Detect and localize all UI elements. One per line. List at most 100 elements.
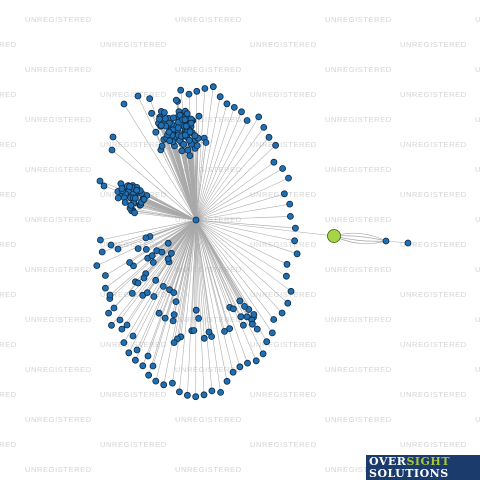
graph-node	[244, 359, 251, 367]
graph-node	[152, 276, 160, 284]
graph-node	[216, 93, 224, 101]
graph-edge	[195, 116, 259, 221]
graph-edge	[195, 203, 290, 221]
graph-node	[287, 287, 295, 295]
graph-edge	[195, 88, 206, 221]
graph-edge	[195, 120, 248, 221]
graph-node	[181, 116, 189, 123]
graph-edge	[110, 219, 197, 246]
graph-node	[170, 311, 178, 319]
graph-node	[291, 237, 299, 245]
graph-node	[200, 334, 208, 342]
graph-node	[174, 124, 182, 132]
graph-node	[193, 142, 201, 150]
graph-node	[239, 321, 247, 329]
graph-edge	[195, 219, 205, 395]
graph-edge	[131, 210, 197, 221]
graph-edge	[163, 139, 197, 221]
graph-node	[157, 122, 165, 129]
graph-node	[259, 350, 267, 358]
graph-node	[129, 332, 137, 340]
graph-node	[158, 248, 166, 256]
graph-node	[156, 115, 163, 123]
graph-node	[284, 299, 292, 307]
graph-edge	[123, 103, 197, 221]
graph-node	[195, 112, 203, 120]
graph-node	[229, 305, 237, 313]
graph-edge	[179, 219, 197, 392]
graph-edge	[385, 240, 409, 244]
graph-edge	[195, 161, 275, 221]
graph-edge	[112, 136, 197, 221]
graph-edge	[195, 107, 235, 221]
graph-edge	[169, 140, 197, 221]
graph-node	[134, 92, 142, 100]
graph-edge	[105, 219, 197, 276]
graph-edge	[96, 219, 197, 266]
graph-node	[183, 391, 191, 399]
graph-node	[280, 190, 288, 198]
graph-node	[184, 146, 192, 154]
graph-edge	[195, 138, 199, 221]
graph-node	[120, 100, 128, 108]
graph-node	[279, 165, 287, 172]
graph-node	[120, 339, 128, 347]
graph-edge	[129, 207, 197, 221]
graph-node	[102, 284, 109, 292]
graph-node	[223, 100, 231, 108]
graph-edge	[195, 219, 241, 367]
graph-node	[126, 183, 134, 191]
graph-node	[192, 393, 200, 401]
graph-edge	[100, 219, 197, 241]
graph-node	[201, 85, 209, 92]
graph-edge	[195, 219, 288, 304]
graph-node	[192, 306, 200, 314]
graph-node	[278, 309, 286, 317]
graph-node	[282, 272, 290, 280]
graph-edge	[119, 219, 197, 321]
graph-node	[283, 260, 291, 268]
graph-node	[177, 86, 185, 94]
graph-edge	[195, 219, 199, 319]
graph-edge	[195, 216, 291, 221]
graph-node	[260, 124, 268, 131]
graph-node	[208, 387, 216, 395]
graph-edge	[333, 232, 387, 242]
graph-node	[253, 325, 261, 333]
graph-node	[241, 302, 248, 310]
graph-node	[193, 87, 201, 95]
graph-node	[195, 314, 203, 322]
graph-node	[149, 258, 157, 266]
graph-node	[118, 185, 126, 192]
graph-node	[148, 109, 156, 117]
graph-edge	[195, 219, 296, 229]
graph-node	[142, 245, 150, 253]
graph-node	[285, 174, 292, 182]
graph-node	[142, 234, 150, 242]
logo-line-2: SOLUTIONS	[369, 467, 449, 480]
graph-node	[170, 289, 178, 297]
graph-edge	[195, 219, 273, 334]
graph-node	[164, 255, 172, 263]
graph-node	[121, 199, 129, 206]
graph-node	[170, 339, 178, 347]
graph-node	[226, 325, 234, 333]
graph-node	[140, 195, 148, 203]
graph-edge	[195, 96, 221, 221]
graph-edge	[195, 103, 228, 221]
graph-edge	[123, 219, 197, 343]
graph-node	[263, 338, 271, 346]
graph-node	[127, 201, 135, 209]
graph-node	[152, 377, 160, 385]
graph-node	[93, 262, 101, 270]
graph-edge	[195, 219, 210, 333]
graph-edge	[195, 219, 255, 315]
graph-edge	[195, 219, 248, 364]
graph-edge	[195, 219, 213, 391]
graph-node	[404, 239, 412, 247]
graph-node	[286, 212, 294, 220]
graph-node	[182, 122, 190, 130]
graph-node	[190, 327, 198, 334]
graph-node	[166, 137, 174, 145]
graph-edge	[195, 127, 264, 221]
